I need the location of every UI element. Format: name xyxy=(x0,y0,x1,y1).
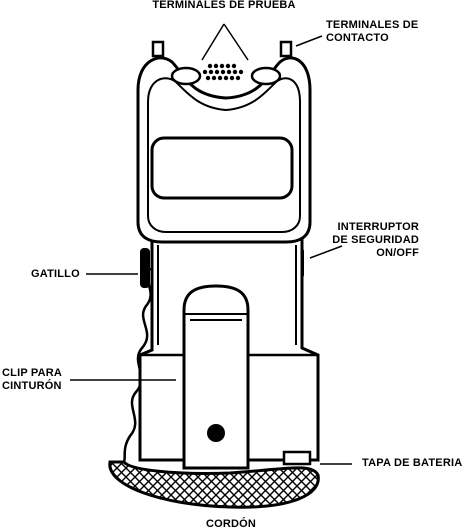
label-battery-cover-text: TAPA DE BATERIA xyxy=(362,457,463,469)
trigger xyxy=(140,248,150,288)
label-trigger: GATILLO xyxy=(31,268,80,281)
label-safety-switch-line1: INTERRUPTOR xyxy=(337,221,419,233)
contact-terminal-left xyxy=(151,40,165,58)
label-contact-terminals: TERMINALES DE CONTACTO xyxy=(326,19,418,45)
label-contact-terminals-line2: CONTACTO xyxy=(326,32,389,44)
clip-rivet xyxy=(207,424,225,442)
label-safety-switch-line3: ON/OFF xyxy=(376,247,419,259)
label-test-terminals-text: TERMINALES DE PRUEBA xyxy=(152,0,296,11)
test-terminals-dots xyxy=(202,63,244,81)
label-battery-cover: TAPA DE BATERIA xyxy=(362,457,462,470)
label-contact-terminals-line1: TERMINALES DE xyxy=(326,19,419,31)
battery-cover-tab xyxy=(282,450,312,466)
label-cord: CORDÓN xyxy=(196,518,266,531)
label-safety-switch-line2: DE SEGURIDAD xyxy=(332,234,419,246)
label-trigger-text: GATILLO xyxy=(31,268,80,280)
display-window xyxy=(150,136,294,200)
label-belt-clip-line2: CINTURÓN xyxy=(2,380,62,392)
contact-terminal-right xyxy=(279,40,293,58)
wrist-cord xyxy=(108,460,320,509)
belt-clip xyxy=(182,284,250,470)
label-belt-clip-line1: CLIP PARA xyxy=(2,367,63,379)
label-safety-switch: INTERRUPTOR DE SEGURIDAD ON/OFF xyxy=(330,221,419,260)
label-cord-text: CORDÓN xyxy=(205,518,257,530)
label-test-terminals: TERMINALES DE PRUEBA xyxy=(148,0,300,12)
leader-lines xyxy=(70,23,352,465)
label-belt-clip: CLIP PARA CINTURÓN xyxy=(2,367,62,393)
